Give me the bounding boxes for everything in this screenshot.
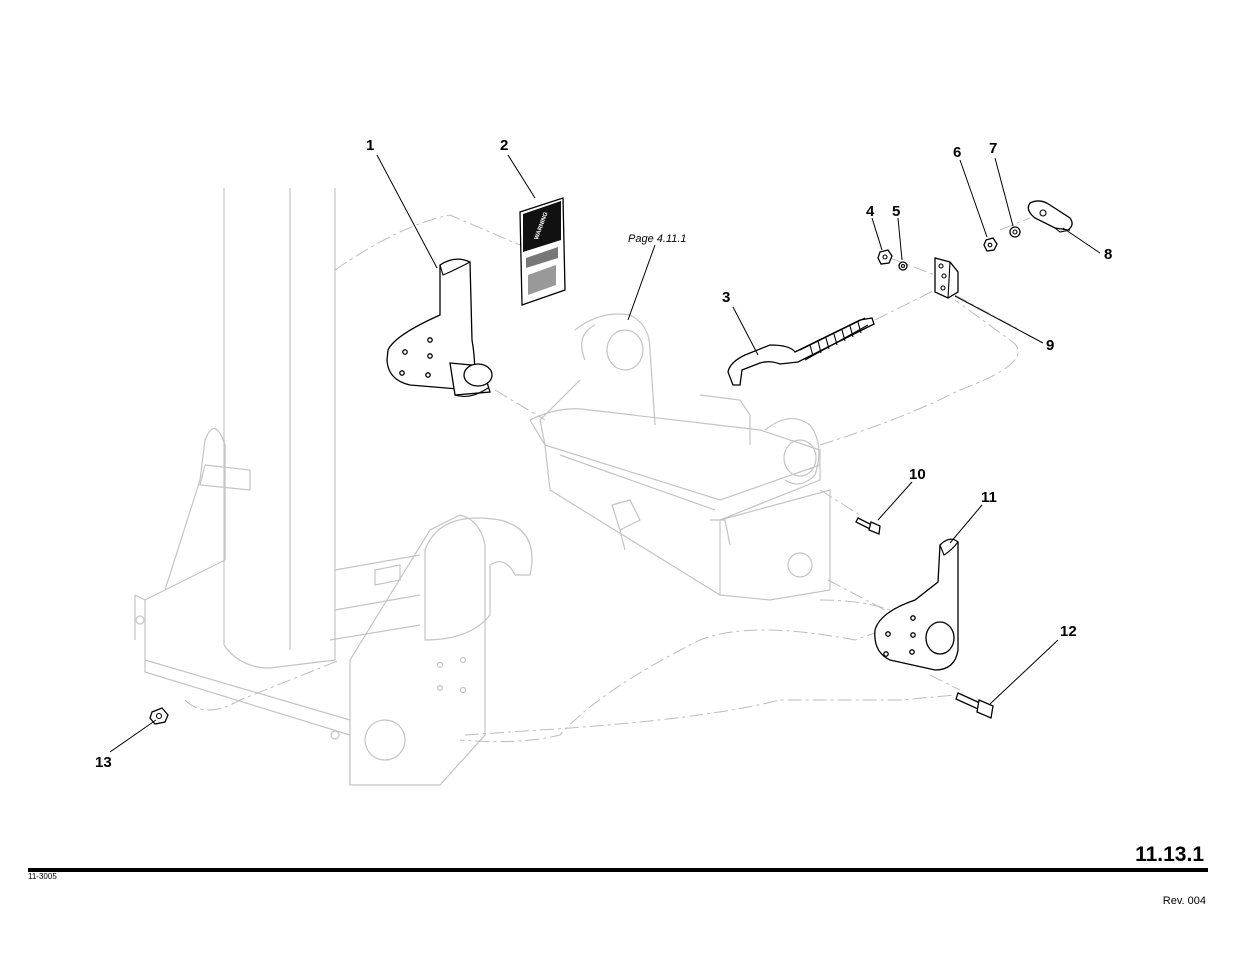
part-13-nut xyxy=(149,707,169,725)
part-6-nut xyxy=(983,237,998,252)
ghosted-frame-context xyxy=(134,188,1031,786)
callout-3: 3 xyxy=(722,289,730,306)
callout-7: 7 xyxy=(989,140,997,157)
callout-2: 2 xyxy=(500,137,508,154)
part-11-mount-plate xyxy=(874,538,959,671)
leader-lines xyxy=(109,154,1101,753)
callout-13: 13 xyxy=(95,754,112,771)
part-9-angle-bracket xyxy=(934,257,959,299)
part-7-washer xyxy=(1009,226,1021,238)
callout-1: 1 xyxy=(366,137,374,154)
callout-10: 10 xyxy=(909,466,926,483)
callout-numbers: 1 2 3 4 5 6 7 8 9 10 11 12 13 xyxy=(95,137,1112,771)
part-5-washer xyxy=(898,261,908,271)
page-number: 11.13.1 xyxy=(1135,843,1204,866)
drawing-id: 11-3005 xyxy=(28,872,57,881)
revision-label: Rev. 004 xyxy=(1162,895,1206,907)
part-1-mount-plate xyxy=(386,258,493,397)
callout-12: 12 xyxy=(1060,623,1077,640)
part-10-bolt xyxy=(855,517,881,535)
callout-8: 8 xyxy=(1104,246,1112,263)
part-3-threaded-rod xyxy=(727,317,875,386)
callout-6: 6 xyxy=(953,144,961,161)
callout-9: 9 xyxy=(1046,337,1054,354)
part-12-bolt xyxy=(955,692,994,719)
part-4-nut xyxy=(877,249,893,265)
footer-rule xyxy=(28,868,1208,872)
callout-4: 4 xyxy=(866,203,875,220)
callout-11: 11 xyxy=(981,489,997,506)
page-reference: Page 4.11.1 xyxy=(628,233,687,245)
callout-5: 5 xyxy=(892,203,900,220)
part-8-wing-handle xyxy=(1027,200,1073,233)
part-2-warning-decal: WARNING xyxy=(519,197,566,306)
